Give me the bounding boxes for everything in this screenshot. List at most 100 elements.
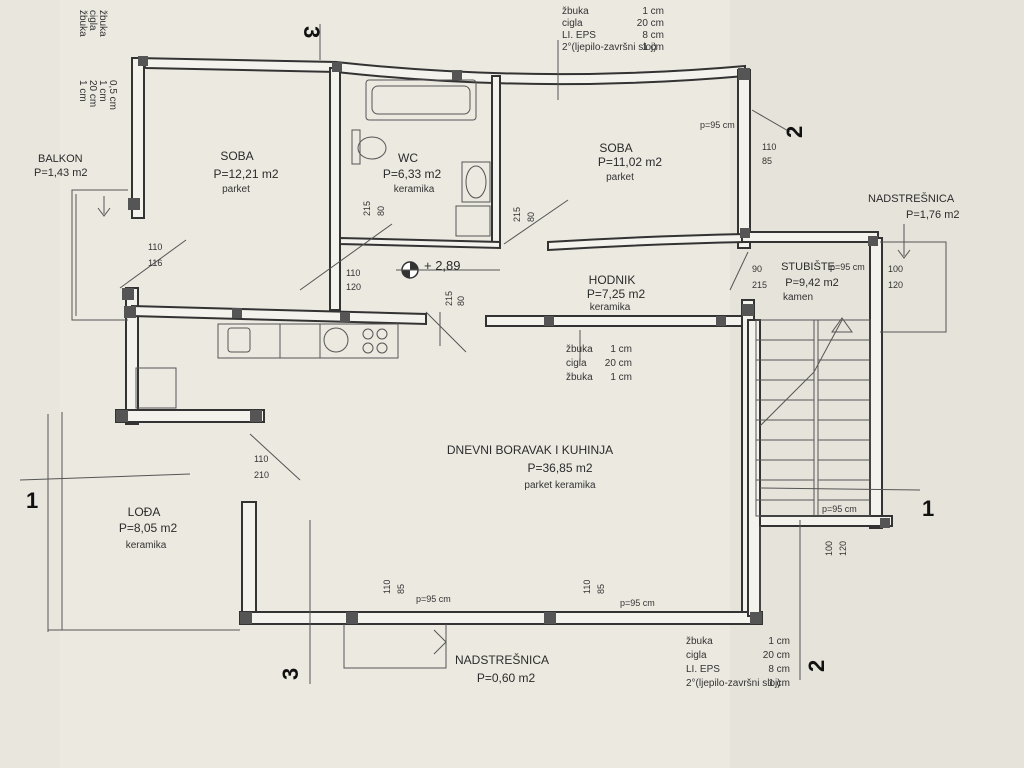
room-name-balkon: BALKON — [38, 153, 83, 165]
svg-text:LI. EPS: LI. EPS — [562, 30, 596, 41]
room-name-wc: WC — [398, 151, 418, 165]
svg-text:110: 110 — [382, 580, 392, 594]
svg-text:p=95 cm: p=95 cm — [830, 262, 865, 272]
door-marks — [19, 24, 921, 684]
level-value: + 2,89 — [424, 258, 461, 273]
svg-text:120: 120 — [888, 280, 903, 290]
svg-text:1 cm: 1 cm — [610, 344, 632, 355]
section-marker-1-right: 1 — [922, 496, 934, 521]
svg-text:215: 215 — [512, 207, 522, 222]
svg-text:100: 100 — [824, 541, 834, 556]
svg-text:cigla: cigla — [562, 18, 583, 29]
section-marker-2-bottom: 2 — [804, 660, 829, 672]
room-name-soba-right: SOBA — [599, 141, 632, 155]
paper-margin — [0, 0, 60, 768]
svg-text:1 cm: 1 cm — [610, 372, 632, 383]
svg-text:8 cm: 8 cm — [642, 30, 664, 41]
svg-text:žbuka: žbuka — [97, 10, 108, 37]
room-area-dnevni: P=36,85 m2 — [527, 461, 592, 475]
room-floor-hodnik: keramika — [590, 302, 631, 313]
svg-text:2°(ljepilo-završni sloj): 2°(ljepilo-završni sloj) — [686, 678, 781, 689]
room-name-stubiste: STUBIŠTE — [781, 260, 835, 273]
room-floor-wc: keramika — [394, 184, 435, 195]
svg-text:215: 215 — [444, 291, 454, 306]
room-area-stubiste: P=9,42 m2 — [785, 277, 839, 289]
svg-text:20 cm: 20 cm — [605, 358, 632, 369]
wall-layers-bottom: žbuka cigla LI. EPS 2°(ljepilo-završni s… — [686, 636, 790, 689]
room-name-nadstresnica-right: NADSTREŠNICA — [868, 192, 955, 205]
svg-text:120: 120 — [346, 282, 361, 292]
svg-text:116: 116 — [148, 258, 162, 268]
svg-text:žbuka: žbuka — [566, 372, 593, 383]
svg-text:110: 110 — [582, 580, 592, 594]
svg-text:80: 80 — [456, 296, 466, 306]
svg-text:cigla: cigla — [686, 650, 707, 661]
svg-text:8 cm: 8 cm — [768, 664, 790, 675]
svg-text:2°(ljepilo-završni sloj): 2°(ljepilo-završni sloj) — [562, 42, 657, 53]
svg-text:110: 110 — [762, 142, 776, 152]
room-name-nadstresnica-bottom: NADSTREŠNICA — [455, 652, 549, 667]
room-floor-dnevni: parket keramika — [524, 480, 596, 491]
svg-text:80: 80 — [526, 212, 536, 222]
svg-text:cigla: cigla — [566, 358, 587, 369]
section-marker-3-bottom: 3 — [278, 668, 303, 680]
room-name-lodja: LOĐA — [128, 505, 161, 519]
section-marker-3-top: 3 — [299, 26, 324, 38]
fixtures — [135, 79, 491, 409]
exterior-outlines — [47, 189, 947, 669]
svg-text:1 cm: 1 cm — [77, 80, 88, 102]
svg-text:20 cm: 20 cm — [87, 80, 98, 107]
svg-text:20 cm: 20 cm — [763, 650, 790, 661]
wall-layers-left-rotated: žbuka cigla žbuka 1 cm 20 cm 1 cm 0,5 cm — [77, 10, 118, 110]
walls — [115, 56, 893, 625]
room-area-lodja: P=8,05 m2 — [119, 521, 178, 535]
room-floor-stubiste: kamen — [783, 292, 813, 303]
dimension-labels: 110 116 110 120 215 80 215 80 110 210 21… — [148, 120, 903, 608]
svg-text:90: 90 — [752, 264, 762, 274]
section-marker-1-left: 1 — [26, 488, 38, 513]
svg-text:215: 215 — [752, 280, 767, 290]
svg-text:p=95 cm: p=95 cm — [822, 504, 857, 514]
room-area-balkon: P=1,43 m2 — [34, 167, 88, 179]
staircase — [755, 317, 871, 517]
svg-text:20 cm: 20 cm — [637, 18, 664, 29]
svg-text:p=95 cm: p=95 cm — [416, 594, 451, 604]
columns — [116, 56, 890, 624]
svg-text:žbuka: žbuka — [686, 636, 713, 647]
room-area-hodnik: P=7,25 m2 — [587, 287, 646, 301]
svg-text:žbuka: žbuka — [77, 10, 88, 37]
svg-text:80: 80 — [376, 206, 386, 216]
svg-text:120: 120 — [838, 541, 848, 556]
svg-text:p=95 cm: p=95 cm — [700, 120, 735, 130]
svg-text:210: 210 — [254, 470, 269, 480]
svg-text:žbuka: žbuka — [566, 344, 593, 355]
svg-text:1 cm: 1 cm — [642, 42, 664, 53]
room-area-wc: P=6,33 m2 — [383, 167, 442, 181]
svg-text:85: 85 — [396, 584, 406, 594]
room-name-soba-left: SOBA — [220, 149, 253, 163]
svg-text:0,5 cm: 0,5 cm — [107, 80, 118, 110]
svg-text:cigla: cigla — [87, 10, 98, 31]
svg-text:110: 110 — [254, 454, 268, 464]
section-marker-2-top: 2 — [782, 126, 807, 138]
svg-text:85: 85 — [762, 156, 772, 166]
room-floor-soba-right: parket — [606, 172, 634, 183]
room-area-nadstresnica-bottom: P=0,60 m2 — [477, 671, 536, 685]
wall-layers-mid: žbuka cigla žbuka 1 cm 20 cm 1 cm — [566, 344, 632, 383]
wall-layers-top: žbuka cigla LI. EPS 2°(ljepilo-završni s… — [562, 6, 664, 53]
level-marker — [396, 261, 500, 279]
svg-text:1 cm: 1 cm — [642, 6, 664, 17]
arrow-marks — [97, 196, 911, 655]
svg-text:1 cm: 1 cm — [768, 636, 790, 647]
svg-text:215: 215 — [362, 201, 372, 216]
room-area-soba-left: P=12,21 m2 — [213, 167, 278, 181]
room-name-hodnik: HODNIK — [589, 273, 636, 287]
svg-text:p=95 cm: p=95 cm — [620, 598, 655, 608]
svg-text:85: 85 — [596, 584, 606, 594]
svg-text:110: 110 — [148, 242, 162, 252]
room-name-dnevni: DNEVNI BORAVAK I KUHINJA — [447, 443, 613, 457]
room-area-soba-right: P=11,02 m2 — [598, 155, 662, 169]
room-area-nadstresnica-right: P=1,76 m2 — [906, 209, 960, 221]
room-floor-soba-left: parket — [222, 184, 250, 195]
